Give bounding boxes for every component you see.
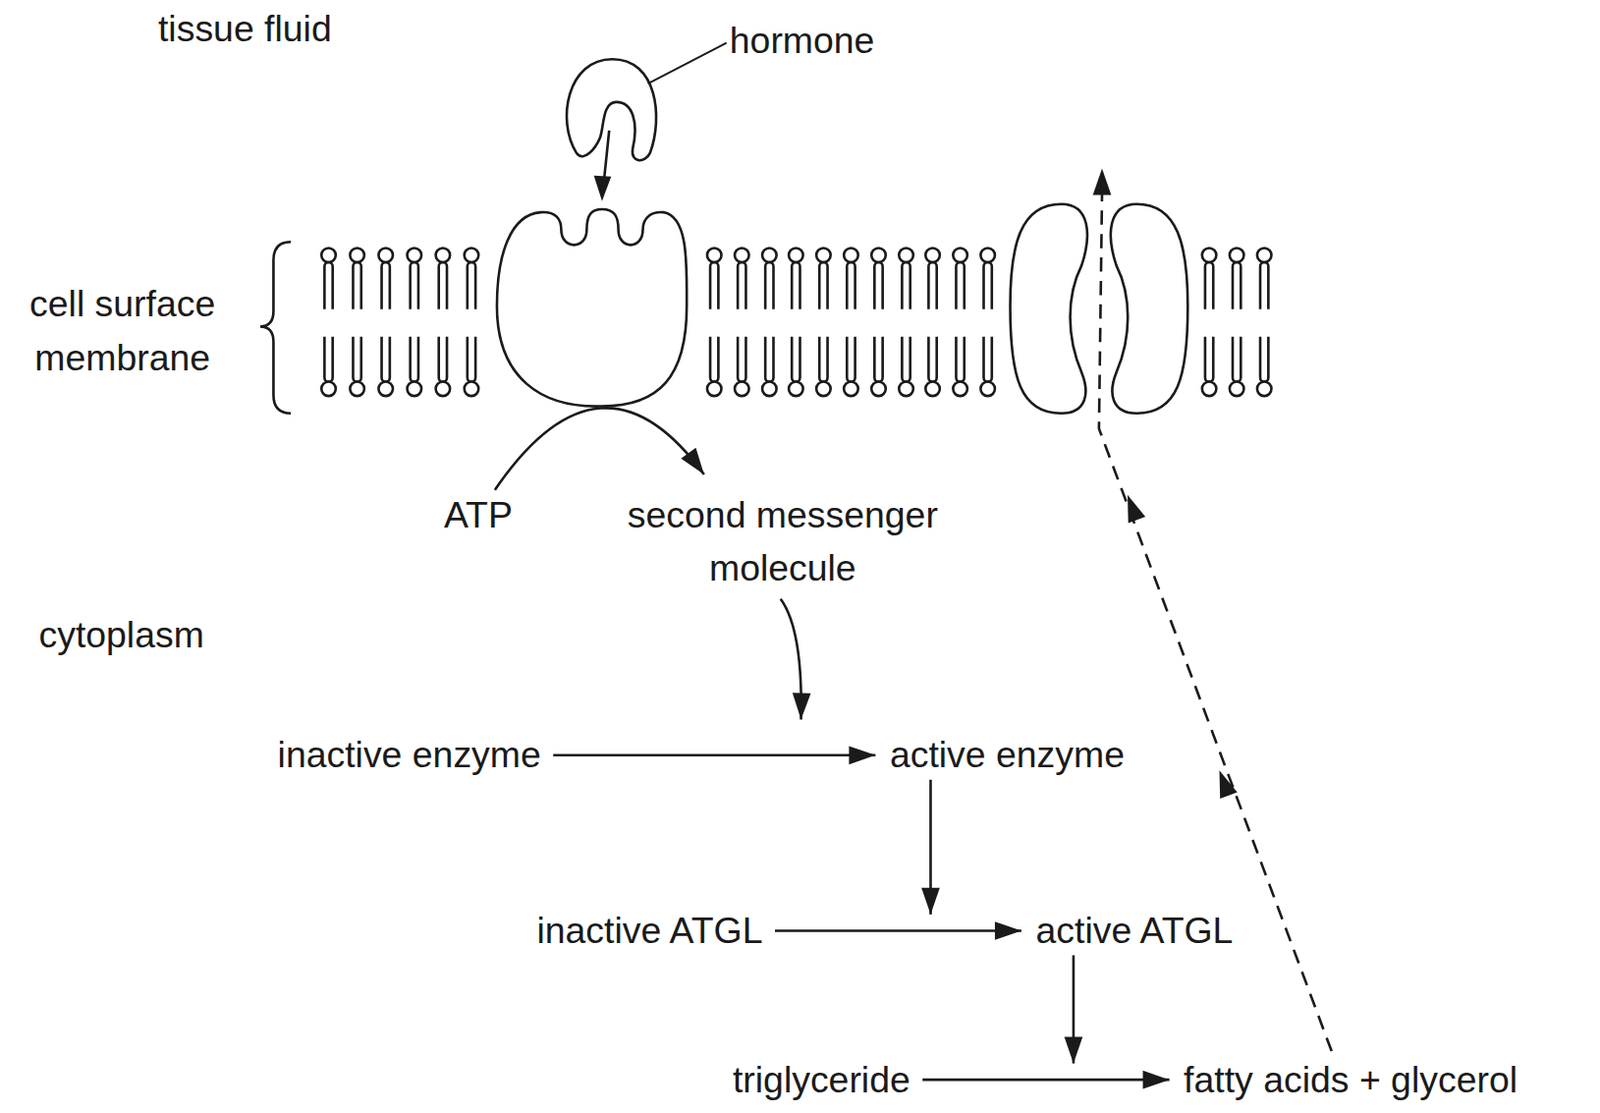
process-term: second messenger molecule <box>578 489 988 596</box>
process-term: inactive ATGL <box>536 909 763 953</box>
node-text: ATP <box>443 494 513 538</box>
arrow-head <box>594 175 612 202</box>
region-label: cell surface membrane <box>0 276 245 386</box>
node-text: second messenger molecule <box>578 489 988 596</box>
membrane-brace <box>260 241 291 414</box>
arrow-head <box>1127 495 1146 524</box>
arrow-head <box>680 447 704 475</box>
receptor-protein <box>496 209 687 407</box>
arrow-head <box>1143 1070 1170 1090</box>
arrow-head <box>1093 167 1112 195</box>
arrow-head <box>1218 770 1237 799</box>
arrow-line <box>922 1078 1169 1082</box>
hormone-molecule <box>566 58 657 161</box>
reaction-arrow <box>780 599 812 720</box>
reaction-arrow <box>495 407 705 490</box>
binding-arrow <box>604 130 609 180</box>
process-term: ATP <box>443 494 513 538</box>
node-text: fatty acids + glycerol <box>1183 1057 1518 1102</box>
arrow-line <box>495 407 705 490</box>
arrow-head <box>994 921 1022 940</box>
arrow-head <box>1064 1037 1084 1064</box>
arrow-line <box>552 753 876 757</box>
reaction-arrow <box>552 745 876 765</box>
reaction-arrow <box>921 779 940 915</box>
arrow-head <box>792 692 812 719</box>
region-label: tissue fluid <box>142 1 347 56</box>
process-term: active enzyme <box>889 733 1125 777</box>
process-term: triglyceride <box>732 1057 911 1102</box>
reaction-arrow <box>1064 954 1084 1063</box>
arrow-head <box>921 887 940 915</box>
arrow-line <box>774 929 1022 933</box>
process-term: active ATGL <box>1035 909 1233 953</box>
node-text: inactive ATGL <box>536 909 763 953</box>
channel-protein <box>1110 204 1188 414</box>
node-text: active ATGL <box>1035 909 1233 953</box>
node-text: active enzyme <box>889 733 1125 777</box>
leader-line <box>648 43 727 85</box>
node-text: inactive enzyme <box>277 733 542 777</box>
region-label: hormone <box>729 19 876 63</box>
reaction-arrow <box>922 1070 1169 1090</box>
process-term: inactive enzyme <box>277 733 542 777</box>
arrow-head <box>848 745 876 765</box>
node-text: triglyceride <box>732 1057 911 1102</box>
process-term: fatty acids + glycerol <box>1183 1057 1518 1102</box>
reaction-arrow <box>774 921 1022 940</box>
channel-protein <box>1010 204 1088 414</box>
region-label: cytoplasm <box>38 612 204 657</box>
